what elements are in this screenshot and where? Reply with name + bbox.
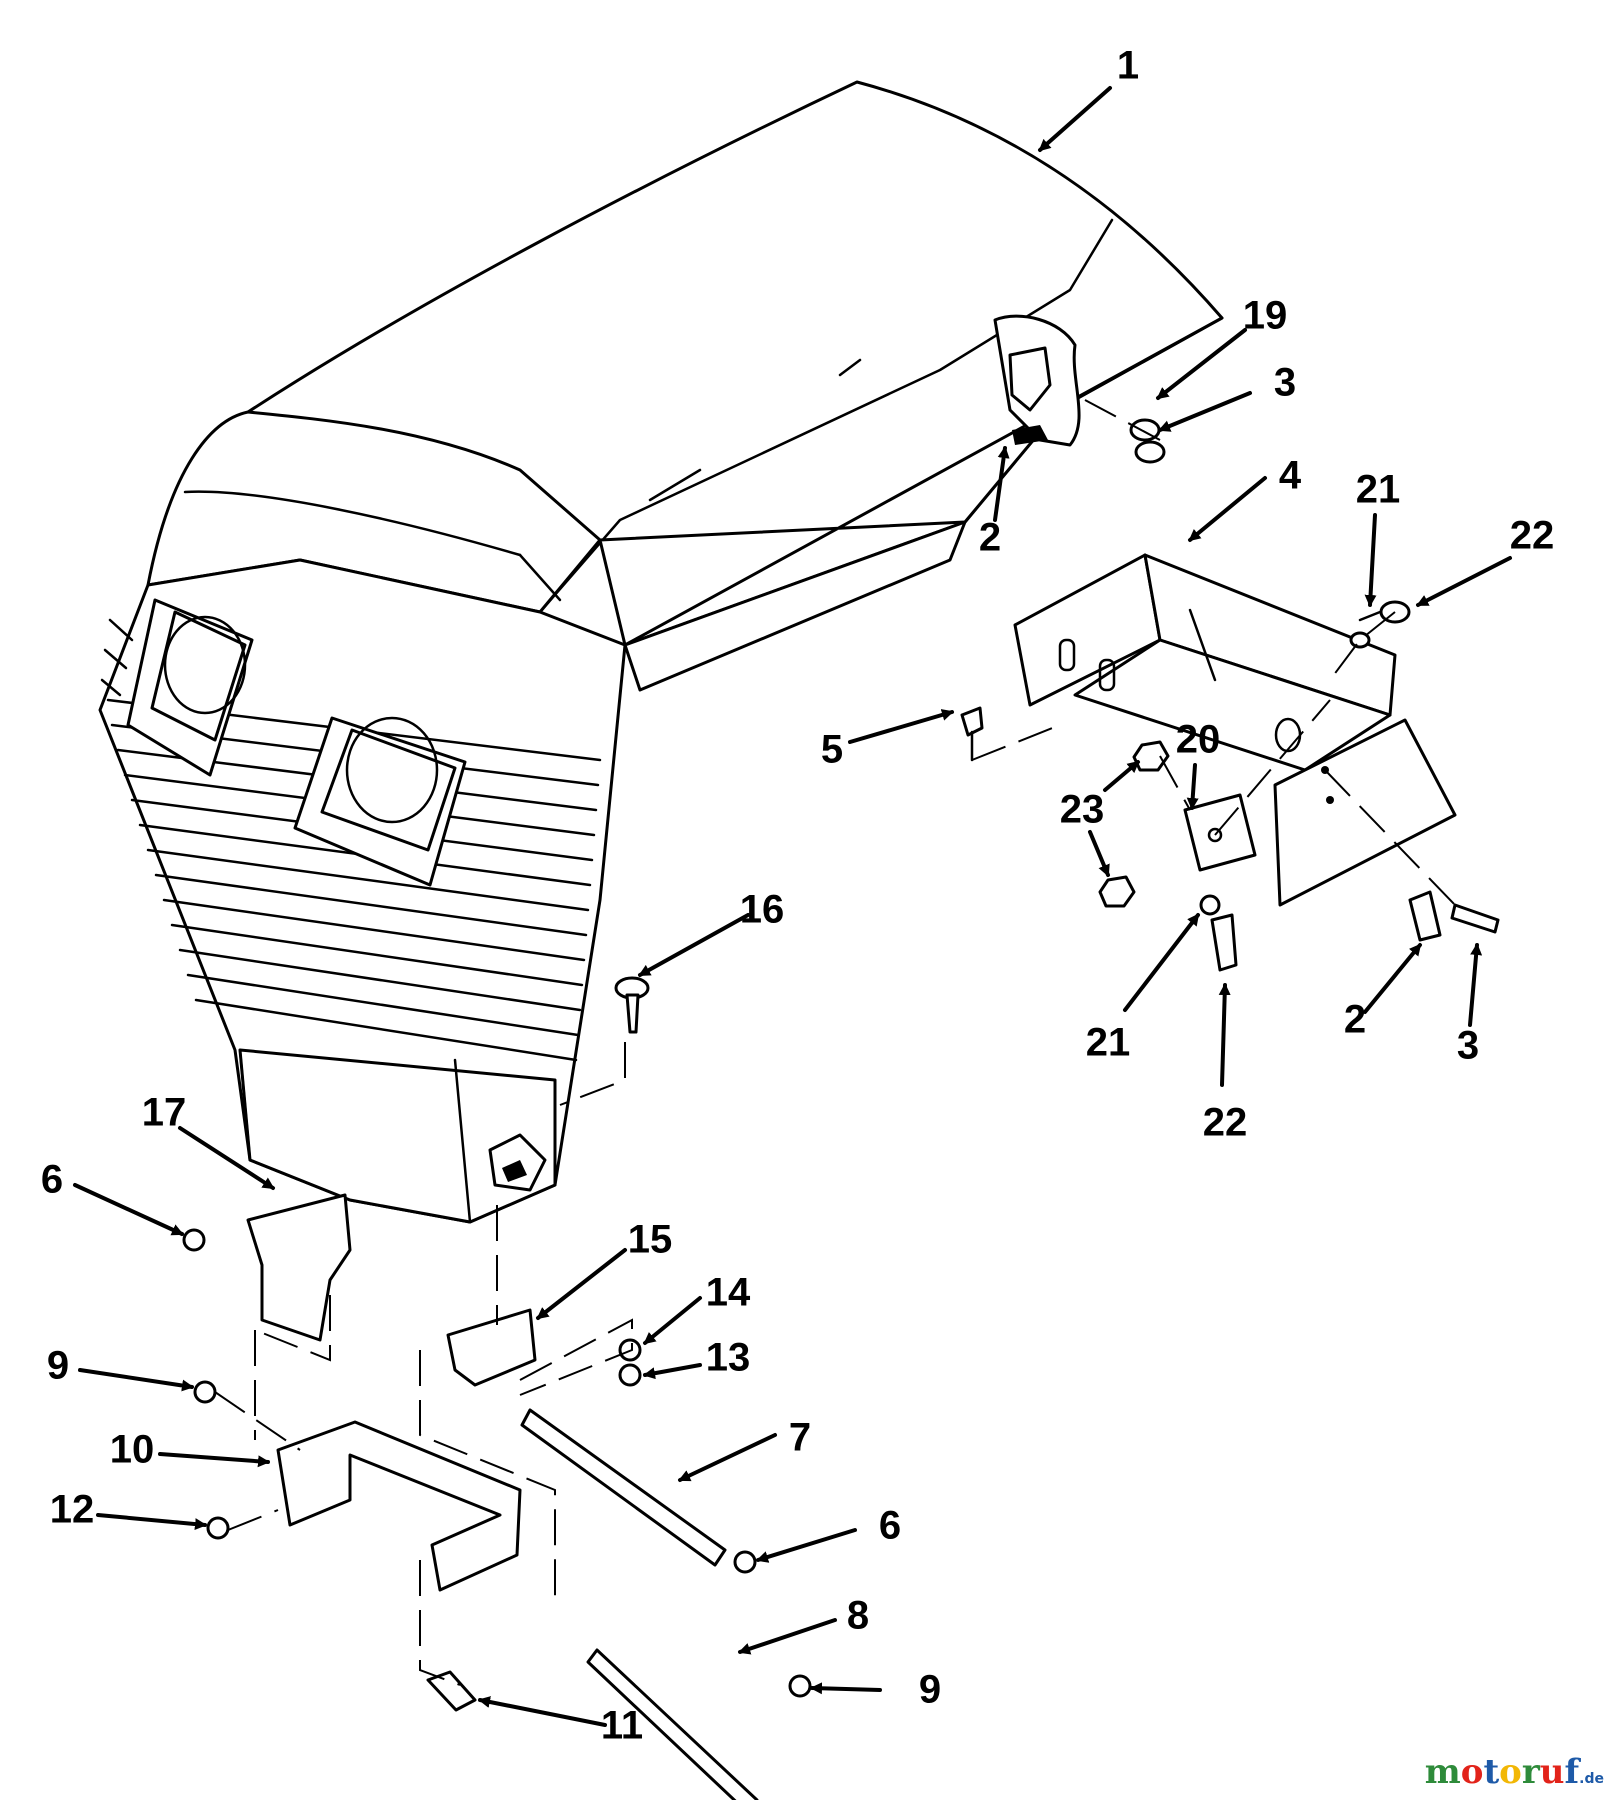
callout-20: 20 [1176,718,1221,762]
callout-2-right: 2 [1344,998,1366,1042]
wm-letter: m [1424,1752,1461,1792]
callout-1: 1 [1117,44,1139,88]
wm-letter: t [1483,1752,1500,1792]
assembly-lines [214,399,1456,1686]
callout-8: 8 [847,1594,869,1638]
bolt-5-icon [960,706,984,737]
callout-9-lower: 9 [919,1668,941,1712]
left-headlight [126,598,254,777]
callout-22-lower: 22 [1203,1101,1248,1145]
callout-15: 15 [628,1218,673,1262]
callout-23: 23 [1060,788,1105,832]
callout-6-lower: 6 [879,1504,901,1548]
right-headlight [293,716,467,887]
callout-5: 5 [821,728,843,772]
callout-4: 4 [1279,454,1302,498]
callout-19: 19 [1243,294,1288,338]
callout-21: 21 [1356,468,1401,512]
callout-7: 7 [789,1416,811,1460]
callout-12: 12 [50,1488,95,1532]
wm-letter: u [1539,1752,1565,1792]
wm-letter: r [1521,1752,1540,1792]
wm-letter: f [1564,1752,1580,1792]
callout-13: 13 [706,1336,751,1380]
callout-9: 9 [47,1344,69,1388]
wm-letter: o [1499,1752,1522,1792]
hood-assembly [98,80,1224,1224]
callout-11: 11 [601,1704,643,1748]
callout-10: 10 [110,1428,155,1472]
callout-22: 22 [1510,514,1555,558]
callout-21-lower: 21 [1086,1021,1131,1065]
wm-suffix: .de [1579,1771,1604,1787]
callout-3-right: 3 [1457,1024,1479,1068]
callout-6: 6 [41,1158,63,1202]
callout-3: 3 [1274,361,1296,405]
callout-17: 17 [142,1091,187,1135]
callout-14: 14 [706,1271,751,1315]
callout-2: 2 [979,516,1001,560]
watermark-logo: motoruf.de [1425,1752,1604,1792]
hardware [182,418,1500,1800]
callout-16: 16 [740,888,785,932]
leader-arrows [73,86,1512,1727]
callout-labels: 1 19 3 2 4 21 22 5 20 23 21 22 2 3 16 17… [41,44,1554,1748]
wm-letter: o [1460,1752,1484,1792]
